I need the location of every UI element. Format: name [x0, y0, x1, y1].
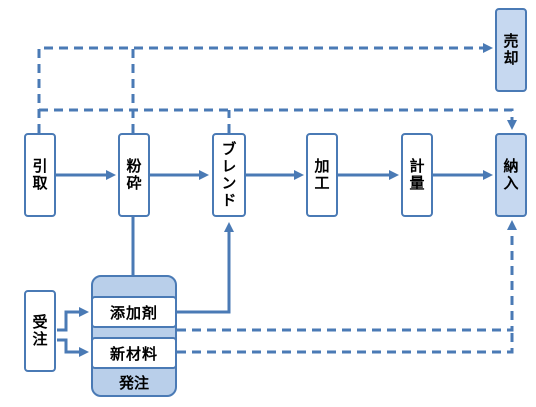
node-baikyaku: 売却 [495, 8, 527, 92]
dashed-shinzairyo-to-nounyu [177, 330, 514, 354]
arrow-juchu-to-shinzairyo [57, 338, 89, 357]
hacchu-group [91, 275, 177, 397]
node-funsai: 粉砕 [118, 133, 150, 217]
dashed-tenkazai-to-nounyu [177, 220, 517, 332]
node-kakou: 加工 [306, 133, 338, 217]
node-keiryou: 計量 [401, 133, 433, 217]
dashed-to-nounyu-top [39, 108, 517, 130]
node-blend: ブレンド [212, 133, 246, 217]
arrow-juchu-to-tenkazai [57, 307, 89, 332]
node-hikitori: 引取 [24, 133, 56, 217]
node-shinzairyo: 新材料 [91, 337, 177, 369]
node-nounyu: 納入 [495, 133, 527, 217]
dashed-hikitori-to-baikyaku [37, 43, 493, 133]
arrow-tenkazai-to-blend [177, 222, 234, 314]
node-tenkazai: 添加剤 [91, 296, 177, 328]
hacchu-group-label: 発注 [118, 374, 149, 392]
node-juchu: 受注 [24, 290, 56, 372]
